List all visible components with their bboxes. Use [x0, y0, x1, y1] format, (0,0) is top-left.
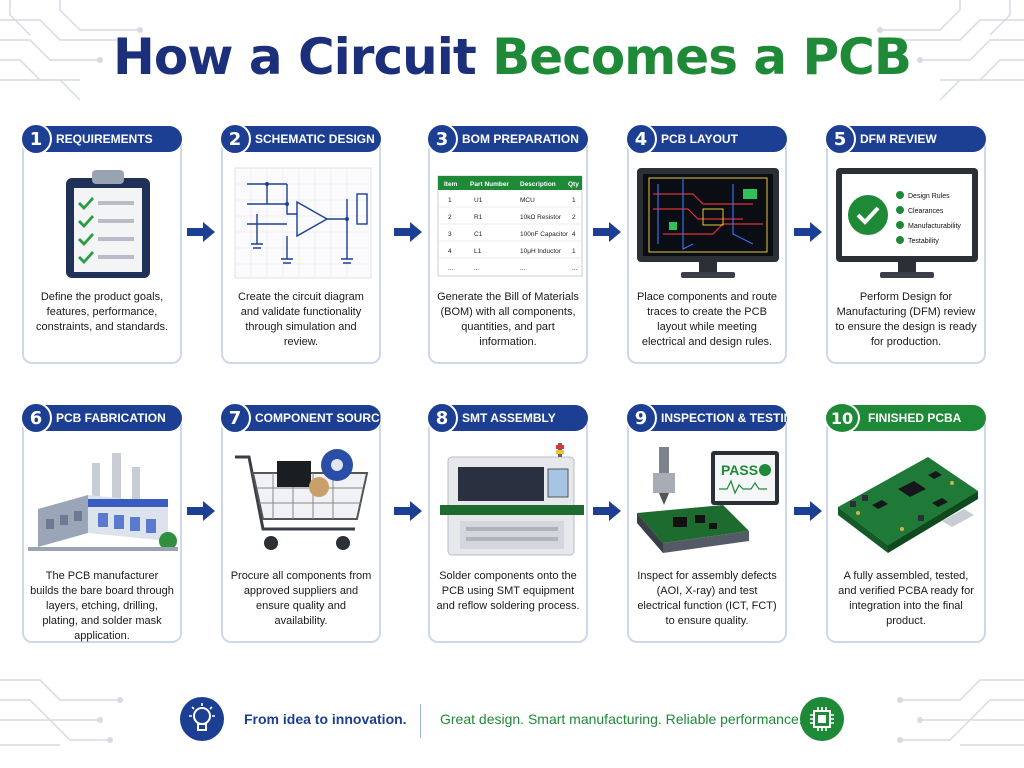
bom-header-part: Part Number	[470, 181, 509, 188]
title-part-2: Becomes a PCB	[492, 28, 912, 86]
bom-cell: 100nF Capacitor	[520, 231, 569, 238]
shopping-cart-icon	[235, 449, 369, 550]
schematic-icon	[234, 167, 372, 279]
step-number: 3	[426, 123, 458, 155]
arrow-right-icon	[794, 222, 822, 242]
step-title: REQUIREMENTS	[56, 132, 153, 146]
factory-icon	[28, 453, 178, 551]
step-title: DFM REVIEW	[860, 132, 937, 146]
footer-tagline-right: Great design. Smart manufacturing. Relia…	[440, 711, 803, 727]
step-description: Create the circuit diagram and validate …	[238, 291, 364, 348]
bom-cell: 4	[572, 231, 576, 238]
step-number: 5	[824, 123, 856, 155]
step-card	[826, 417, 986, 643]
step-number: 4	[625, 123, 657, 155]
bom-table: Item Part Number Description Qty 1 U1 MC…	[437, 175, 583, 277]
finished-pcba-icon	[838, 457, 978, 553]
bom-cell: 2	[448, 214, 452, 221]
bom-cell: 2	[572, 214, 576, 221]
step-description: A fully assembled, tested, and verified …	[838, 570, 974, 627]
bom-cell: MCU	[520, 197, 535, 204]
footer-divider	[420, 704, 421, 738]
clipboard-icon	[66, 170, 150, 278]
step-title: COMPONENT SOURCING	[255, 411, 381, 425]
bom-cell: 3	[448, 231, 452, 238]
monitor-dfm-checklist-icon: Design Rules Clearances Manufacturabilit…	[836, 168, 978, 278]
bom-cell: ...	[448, 265, 454, 272]
pass-label: PASS	[721, 462, 758, 478]
bom-header-item: Item	[444, 181, 458, 188]
step-title: FINISHED PCBA	[868, 411, 962, 425]
step-title: INSPECTION & TESTING	[661, 411, 787, 425]
bom-cell: L1	[474, 248, 482, 255]
step-description: Perform Design for Manufacturing (DFM) r…	[835, 291, 977, 348]
bom-header-desc: Description	[520, 181, 556, 188]
step-description: Solder components onto the PCB using SMT…	[436, 570, 580, 612]
bom-cell: 1	[572, 248, 576, 255]
bom-cell: 10μH Inductor	[520, 248, 562, 255]
step-description: Inspect for assembly defects (AOI, X-ray…	[637, 570, 777, 627]
lightbulb-icon	[180, 697, 224, 741]
step-number: 10	[824, 402, 860, 434]
step-description: Define the product goals, features, perf…	[35, 291, 169, 333]
step-description: Procure all components from approved sup…	[230, 570, 372, 627]
bom-cell: R1	[474, 214, 483, 221]
step-title: BOM PREPARATION	[462, 132, 579, 146]
title-part-1: How a Circuit	[113, 28, 477, 86]
arrow-right-icon	[593, 222, 621, 242]
step-number: 8	[426, 402, 458, 434]
step-description: The PCB manufacturer builds the bare boa…	[30, 570, 174, 642]
bom-cell: 1	[448, 197, 452, 204]
dfm-check-item: Manufacturability	[908, 223, 961, 230]
bom-header-qty: Qty	[568, 181, 579, 188]
page-title: How a Circuit Becomes a PCB	[0, 28, 1024, 86]
step-number: 9	[625, 402, 657, 434]
arrow-right-icon	[593, 501, 621, 521]
chip-icon	[800, 697, 844, 741]
arrow-right-icon	[187, 501, 215, 521]
monitor-pcb-layout-icon	[637, 168, 779, 278]
step-number: 2	[219, 123, 251, 155]
dfm-check-item: Testability	[908, 238, 939, 245]
step-number: 6	[20, 402, 52, 434]
step-title: SMT ASSEMBLY	[462, 411, 556, 425]
arrow-right-icon	[394, 222, 422, 242]
bom-cell: 4	[448, 248, 452, 255]
bom-cell: ...	[572, 265, 578, 272]
step-description: Generate the Bill of Materials (BOM) wit…	[437, 291, 579, 348]
step-title: PCB LAYOUT	[661, 132, 738, 146]
smt-machine-icon	[440, 443, 584, 556]
arrow-right-icon	[187, 222, 215, 242]
arrow-right-icon	[794, 501, 822, 521]
step-title: PCB FABRICATION	[56, 411, 166, 425]
step-description: Place components and route traces to cre…	[636, 291, 778, 348]
footer-tagline-left: From idea to innovation.	[244, 711, 407, 727]
arrow-right-icon	[394, 501, 422, 521]
step-number: 7	[219, 402, 251, 434]
bom-cell: ...	[520, 265, 526, 272]
step-number: 1	[20, 123, 52, 155]
dfm-check-item: Design Rules	[908, 193, 950, 200]
bom-cell: 10kΩ Resistor	[520, 214, 562, 221]
inspection-testing-icon: PASS	[637, 447, 779, 553]
bom-cell: 1	[572, 197, 576, 204]
bom-cell: C1	[474, 231, 483, 238]
bom-cell: U1	[474, 197, 483, 204]
dfm-check-item: Clearances	[908, 208, 944, 215]
step-title: SCHEMATIC DESIGN	[255, 132, 375, 146]
bom-cell: ...	[474, 265, 480, 272]
